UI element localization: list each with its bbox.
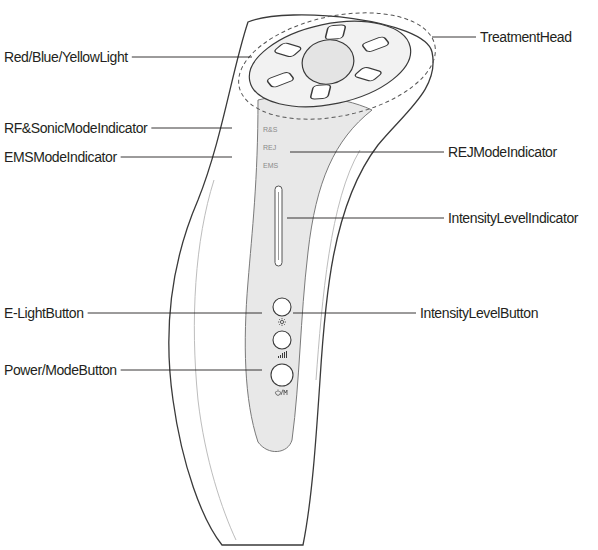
power-mode-icon bbox=[276, 390, 287, 396]
light-segment bbox=[266, 71, 295, 88]
body-contour bbox=[316, 150, 360, 380]
leader-line bbox=[121, 370, 262, 371]
part-label: E-LightButton bbox=[4, 305, 84, 321]
leader-line bbox=[293, 313, 416, 314]
device-print: REJ bbox=[263, 144, 276, 152]
part-label: EMSModeIndicator bbox=[4, 149, 117, 165]
treatment-head-plate bbox=[241, 8, 418, 120]
signal-icon bbox=[278, 351, 287, 358]
intensity-level-button bbox=[273, 331, 291, 349]
power-mode-button bbox=[271, 364, 293, 386]
center-electrode bbox=[298, 35, 358, 89]
leader-line bbox=[287, 218, 444, 219]
light-segment bbox=[273, 42, 303, 57]
intensity-level-indicator bbox=[275, 186, 282, 266]
part-label: RF&SonicModeIndicator bbox=[4, 120, 147, 136]
light-segment bbox=[353, 67, 383, 82]
part-label: IntensityLevelButton bbox=[420, 305, 538, 321]
indicator-bar bbox=[278, 192, 279, 260]
light-icon bbox=[278, 318, 286, 326]
device-print: EMS bbox=[263, 162, 278, 170]
part-label: REJModeIndicator bbox=[448, 144, 557, 160]
treatment-head-outline bbox=[229, 0, 445, 136]
part-label: TreatmentHead bbox=[480, 29, 572, 45]
body-contour bbox=[194, 180, 236, 540]
light-segment bbox=[361, 36, 390, 53]
front-panel bbox=[245, 96, 372, 452]
leader-line bbox=[290, 152, 444, 153]
light-segment bbox=[310, 84, 331, 99]
leader-line bbox=[132, 57, 252, 58]
part-label: Power/ModeButton bbox=[4, 362, 117, 378]
light-segment bbox=[325, 25, 346, 40]
leader-line bbox=[432, 37, 476, 38]
leader-line bbox=[121, 157, 232, 158]
part-label: IntensityLevelIndicator bbox=[448, 210, 578, 226]
device-print: R&S bbox=[263, 126, 277, 134]
light-segments bbox=[266, 25, 390, 100]
leader-line bbox=[88, 313, 262, 314]
e-light-button bbox=[273, 298, 291, 316]
leader-line bbox=[151, 128, 232, 129]
part-label: Red/Blue/YellowLight bbox=[4, 49, 128, 65]
